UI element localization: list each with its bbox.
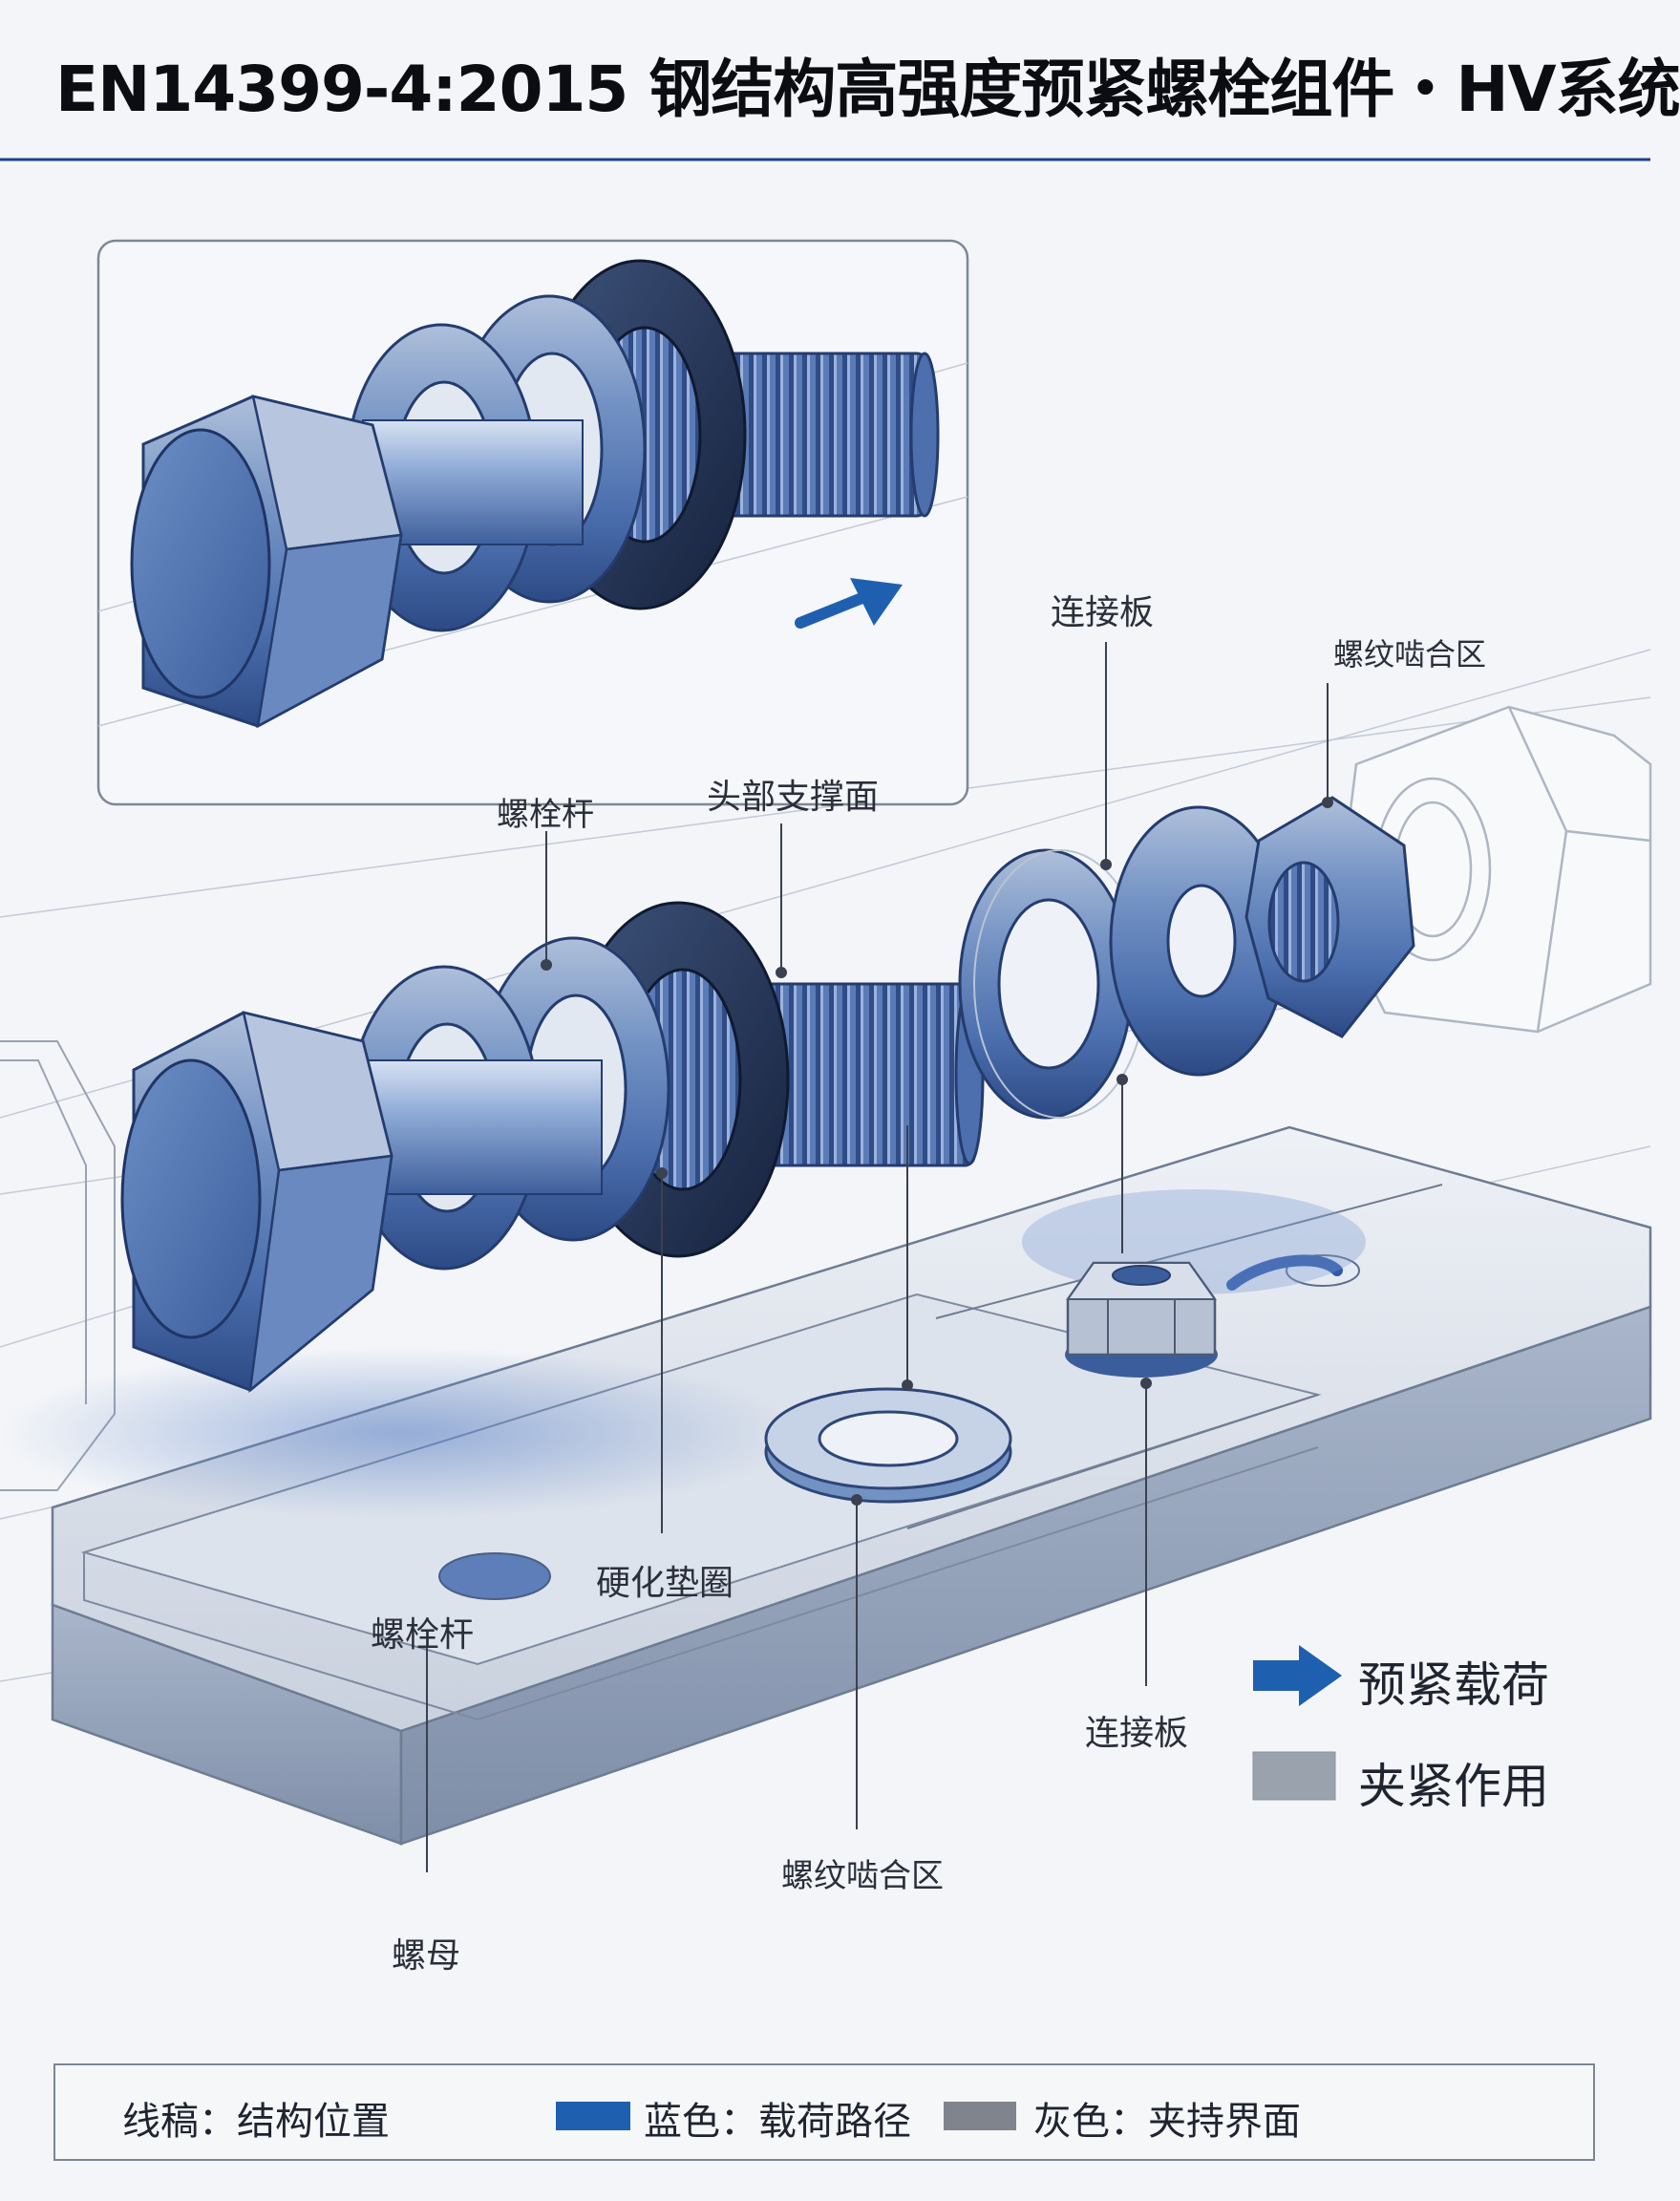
plate-nut: [1065, 1261, 1218, 1378]
legend-clamping-label: 夹紧作用: [1358, 1759, 1549, 1814]
inset-bolt: [130, 259, 940, 729]
clamping-swatch: [1252, 1751, 1336, 1801]
footer-blue-label: 蓝色：载荷路径: [644, 2100, 911, 2144]
callout-luo-wen-bottom: 螺纹啮合区: [781, 1857, 944, 1895]
callout-luo-shuan-gan-lower: 螺栓杆: [371, 1615, 475, 1655]
callout-luo-mu: 螺母: [392, 1936, 461, 1976]
callout-lian-jie-ban-bottom: 连接板: [1085, 1714, 1189, 1753]
callout-lian-jie-ban-top: 连接板: [1051, 593, 1155, 632]
legend-preload-label: 预紧载荷: [1358, 1657, 1549, 1713]
preload-arrow-head: [1299, 1645, 1342, 1706]
preload-arrow-icon: [1253, 1660, 1303, 1691]
main-bolt: [120, 901, 985, 1393]
plate-washer: [764, 1387, 1012, 1504]
footer-line-label: 线稿：结构位置: [122, 2100, 390, 2144]
callout-luo-wen-top: 螺纹啮合区: [1333, 636, 1487, 673]
exploded-washer-left: [958, 848, 1147, 1120]
legend-graphics: [1252, 1645, 1342, 1801]
footer-gray-label: 灰色：夹持界面: [1033, 2100, 1301, 2144]
plate-hole: [438, 1552, 551, 1600]
exploded-nut: [1244, 796, 1415, 1038]
callout-ying-hua: 硬化垫圈: [596, 1564, 734, 1603]
callout-tou-bu: 头部支撑面: [707, 778, 880, 817]
load-path-glow: [0, 1347, 802, 1519]
footer-legend: 线稿：结构位置 蓝色：载荷路径 灰色：夹持界面: [53, 2063, 1595, 2161]
page-title: EN14399-4:2015 钢结构高强度预紧螺栓组件・HV系统: [55, 53, 1680, 126]
ghost-outline-left: [0, 1040, 116, 1491]
footer-gray-swatch: [944, 2102, 1016, 2130]
callout-luo-shuan-gan-upper: 螺栓杆: [497, 796, 594, 834]
leader-lines: [426, 642, 1333, 1872]
footer-blue-swatch: [556, 2102, 630, 2130]
ghost-nut-right: [1335, 705, 1652, 1034]
exploded-washer-right: [1109, 805, 1288, 1077]
